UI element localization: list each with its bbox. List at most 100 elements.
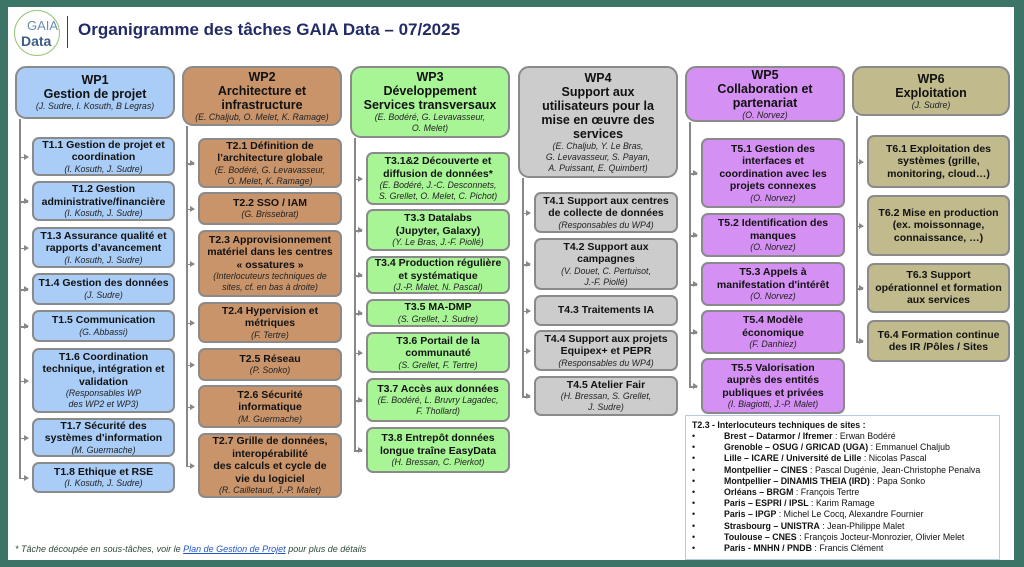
task-box[interactable]: T4.4 Support aux projets Equipex+ et PEP… bbox=[534, 330, 678, 371]
wp-title: WP4 Support aux utilisateurs pour la mis… bbox=[541, 70, 655, 141]
arrow-connector bbox=[186, 206, 195, 211]
task-box[interactable]: T6.3 Support opérationnel et formation a… bbox=[867, 263, 1010, 313]
task-box[interactable]: T1.3 Assurance qualité et rapports d’ava… bbox=[32, 227, 175, 268]
task-box[interactable]: T1.6 Coordination technique, intégration… bbox=[32, 348, 175, 413]
task-box[interactable]: T2.1 Définition de l’architecture global… bbox=[198, 138, 342, 188]
connector-line bbox=[856, 116, 858, 341]
task-title: T1.2 Gestion administrative/financière bbox=[41, 183, 166, 208]
task-title: T2.5 Réseau bbox=[239, 352, 301, 365]
task-box[interactable]: T1.8 Ethique et RSE(I. Kosuth, J. Sudre) bbox=[32, 462, 175, 493]
site-contacts: Emmanuel Chaljub bbox=[875, 442, 950, 453]
arrow-connector bbox=[522, 308, 531, 313]
arrow-connector bbox=[354, 272, 363, 278]
arrow-connector bbox=[689, 383, 698, 389]
task-box[interactable]: T4.3 Traitements IA bbox=[534, 295, 678, 326]
wp3-header[interactable]: WP3 Développement Services transversaux(… bbox=[350, 66, 510, 138]
task-people: (I. Kosuth, J. Sudre) bbox=[64, 163, 143, 174]
task-box[interactable]: T2.4 Hypervision et métriques(F. Tertre) bbox=[198, 302, 342, 343]
arrow-connector bbox=[186, 320, 195, 325]
task-box[interactable]: T1.4 Gestion des données(J. Sudre) bbox=[32, 273, 175, 305]
task-title: T4.1 Support aux centres de collecte de … bbox=[543, 194, 669, 220]
wp6-header[interactable]: WP6 Exploitation(J. Sudre) bbox=[852, 66, 1010, 116]
task-box[interactable]: T2.5 Réseau(P. Sonko) bbox=[198, 348, 342, 381]
bullet-icon: • bbox=[692, 487, 696, 498]
task-people: (I. Kosuth, J. Sudre) bbox=[64, 208, 143, 218]
site-name: Lille – ICARE / Université de Lille bbox=[724, 453, 862, 464]
task-box[interactable]: T5.3 Appels à manifestation d'intérêt(O.… bbox=[701, 262, 845, 306]
arrow-connector bbox=[856, 285, 864, 291]
task-box[interactable]: T2.6 Sécurité informatique(M. Guermache) bbox=[198, 385, 342, 428]
task-box[interactable]: T3.6 Portail de la communauté(S. Grellet… bbox=[366, 332, 510, 373]
task-title: T3.7 Accès aux données bbox=[377, 382, 499, 395]
task-people: (G. Brissebrat) bbox=[241, 209, 299, 220]
task-title: T5.5 Valorisation auprès des entités pub… bbox=[722, 361, 824, 399]
arrow-connector bbox=[19, 323, 29, 329]
task-title: T6.2 Mise en production (ex. moissonnage… bbox=[878, 206, 999, 244]
task-people: (M. Guermache) bbox=[237, 413, 303, 424]
site-contacts: François Jocteur-Monrozier, Olivier Mele… bbox=[804, 531, 965, 542]
footnote-text: * Tâche découpée en sous-tâches, voir le bbox=[15, 544, 184, 554]
task-box[interactable]: T2.7 Grille de données, interopérabilité… bbox=[198, 433, 342, 498]
wp-title: WP3 Développement Services transversaux bbox=[363, 70, 497, 112]
task-box[interactable]: T1.1 Gestion de projet et coordination(I… bbox=[32, 137, 175, 176]
task-box[interactable]: T1.5 Communication(G. Abbassi) bbox=[32, 310, 175, 342]
wp2-header[interactable]: WP2 Architecture et infrastructure(E. Ch… bbox=[182, 66, 342, 126]
sites-legend: T2.3 - Interlocuteurs techniques de site… bbox=[685, 415, 1000, 560]
task-box[interactable]: T3.4 Production régulière et systématiqu… bbox=[366, 256, 510, 294]
task-people: (J.-P. Malet, N. Pascal) bbox=[393, 282, 483, 292]
task-title: T1.4 Gestion des données bbox=[38, 277, 169, 290]
task-box[interactable]: T4.5 Atelier Fair(H. Bressan, S. Grellet… bbox=[534, 376, 678, 416]
task-box[interactable]: T1.7 Sécurité des systèmes d'information… bbox=[32, 418, 175, 457]
arrow-connector bbox=[522, 348, 531, 353]
task-box[interactable]: T4.2 Support aux campagnes(V. Douet, C. … bbox=[534, 238, 678, 290]
task-title: T2.2 SSO / IAM bbox=[232, 196, 308, 209]
task-box[interactable]: T5.5 Valorisation auprès des entités pub… bbox=[701, 358, 845, 414]
arrow-connector bbox=[522, 261, 531, 267]
arrow-connector bbox=[354, 227, 363, 233]
task-box[interactable]: T3.7 Accès aux données(E. Bodéré, L. Bru… bbox=[366, 378, 510, 422]
arrow-connector bbox=[354, 350, 363, 355]
task-people: (E. Bodéré, L. Bruvry Lagadec, F. Tholla… bbox=[377, 395, 499, 417]
task-people: (O. Norvez) bbox=[750, 242, 796, 252]
task-people: (R. Cailletaud, J.-P. Malet) bbox=[218, 485, 321, 495]
task-title: T2.3 Approvisionnement matériel dans les… bbox=[207, 233, 333, 271]
site-contact-item: •Lille – ICARE / Université de Lille : N… bbox=[692, 453, 927, 464]
task-title: T4.5 Atelier Fair bbox=[566, 378, 646, 391]
arrow-connector bbox=[689, 170, 698, 176]
task-box[interactable]: T5.2 Identification des manques(O. Norve… bbox=[701, 213, 845, 257]
task-box[interactable]: T3.1&2 Découverte et diffusion de donnée… bbox=[366, 152, 510, 205]
task-title: T3.6 Portail de la communauté bbox=[396, 334, 480, 360]
task-box[interactable]: T3.8 Entrepôt données longue traîne Easy… bbox=[366, 427, 510, 473]
arrow-connector bbox=[354, 310, 363, 316]
task-title: T4.3 Traitements IA bbox=[557, 304, 655, 317]
task-title: T2.6 Sécurité informatique bbox=[237, 388, 303, 414]
task-box[interactable]: T5.1 Gestion des interfaces et coordinat… bbox=[701, 138, 845, 208]
wp5-header[interactable]: WP5 Collaboration et partenariat(O. Norv… bbox=[685, 66, 845, 122]
task-box[interactable]: T2.2 SSO / IAM(G. Brissebrat) bbox=[198, 192, 342, 225]
arrow-connector bbox=[19, 286, 29, 292]
task-box[interactable]: T2.3 Approvisionnement matériel dans les… bbox=[198, 230, 342, 297]
plan-gestion-projet-link[interactable]: Plan de Gestion de Projet bbox=[183, 544, 286, 554]
wp1-header[interactable]: WP1 Gestion de projet(J. Sudre, I. Kosut… bbox=[15, 66, 175, 119]
task-box[interactable]: T4.1 Support aux centres de collecte de … bbox=[534, 192, 678, 233]
connector-line bbox=[354, 138, 356, 450]
task-box[interactable]: T5.4 Modèle économique(F. Danhiez) bbox=[701, 310, 845, 354]
task-box[interactable]: T3.3 Datalabs (Jupyter, Galaxy)(Y. Le Br… bbox=[366, 209, 510, 251]
site-name: Paris – IPGP bbox=[724, 509, 777, 520]
task-title: T1.1 Gestion de projet et coordination bbox=[42, 138, 165, 164]
task-box[interactable]: T1.2 Gestion administrative/financière(I… bbox=[32, 181, 175, 221]
site-contacts: Karim Ramage bbox=[815, 498, 875, 509]
task-box[interactable]: T6.4 Formation continue des IR /Pôles / … bbox=[867, 320, 1010, 362]
task-title: T3.5 MA-DMP bbox=[404, 301, 472, 314]
task-title: T6.3 Support opérationnel et formation a… bbox=[875, 269, 1002, 307]
task-box[interactable]: T3.5 MA-DMP(S. Grellet, J. Sudre) bbox=[366, 299, 510, 327]
wp4-header[interactable]: WP4 Support aux utilisateurs pour la mis… bbox=[518, 66, 678, 178]
task-title: T2.4 Hypervision et métriques bbox=[221, 304, 319, 330]
task-box[interactable]: T6.1 Exploitation des systèmes (grille, … bbox=[867, 135, 1010, 188]
task-title: T2.7 Grille de données, interopérabilité… bbox=[212, 435, 328, 485]
bullet-icon: • bbox=[692, 442, 696, 453]
bullet-icon: • bbox=[692, 531, 696, 542]
task-box[interactable]: T6.2 Mise en production (ex. moissonnage… bbox=[867, 195, 1010, 256]
task-title: T2.1 Définition de l’architecture global… bbox=[217, 139, 323, 165]
sites-legend-title: T2.3 - Interlocuteurs techniques de site… bbox=[692, 420, 866, 430]
